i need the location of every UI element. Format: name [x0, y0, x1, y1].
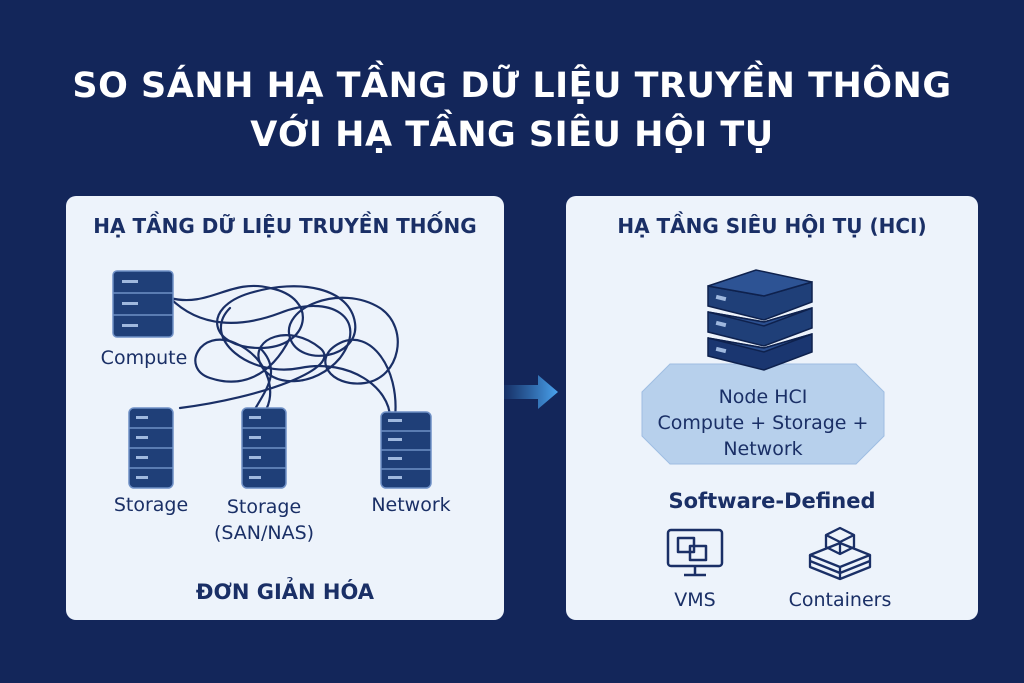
software-defined-label: Software-Defined — [668, 489, 876, 513]
storage-rack-icon — [128, 407, 174, 489]
hci-node-line2: Compute + Storage + — [657, 412, 869, 434]
monitor-vm-icon — [666, 528, 724, 577]
traditional-panel-heading: HẠ TẦNG DỮ LIỆU TRUYỀN THỐNG — [93, 214, 477, 238]
storage-label: Storage — [113, 494, 189, 516]
storage-san-label: Storage (SAN/NAS) — [204, 494, 324, 546]
simplify-footer: ĐƠN GIẢN HÓA — [195, 580, 375, 604]
hci-node-line3: Network — [723, 438, 803, 460]
hci-node-text: Node HCI Compute + Storage + Network — [640, 384, 886, 462]
title-line-1: SO SÁNH HẠ TẦNG DỮ LIỆU TRUYỀN THÔNG — [72, 66, 952, 106]
container-boxes-icon — [808, 526, 872, 581]
storage-san-label-line1: Storage — [226, 496, 302, 518]
storage-san-label-line2: (SAN/NAS) — [213, 522, 315, 544]
containers-label: Containers — [788, 589, 892, 611]
network-label: Network — [371, 494, 451, 516]
storage-san-rack-icon — [241, 407, 287, 489]
compute-label: Compute — [100, 347, 188, 369]
arrow-right-icon — [504, 375, 558, 409]
title-line-2: VỚI HẠ TẦNG SIÊU HỘI TỤ — [250, 115, 774, 155]
network-rack-icon — [380, 411, 432, 489]
compute-server-icon — [112, 270, 174, 338]
hci-node-box — [641, 363, 885, 465]
hci-node-stack-icon — [707, 269, 813, 371]
hci-node-line1: Node HCI — [718, 386, 808, 408]
hci-panel-heading: HẠ TẦNG SIÊU HỘI TỤ (HCI) — [617, 214, 927, 238]
page-title: SO SÁNH HẠ TẦNG DỮ LIỆU TRUYỀN THÔNG VỚI… — [0, 62, 1024, 160]
vms-label: VMS — [674, 589, 716, 611]
